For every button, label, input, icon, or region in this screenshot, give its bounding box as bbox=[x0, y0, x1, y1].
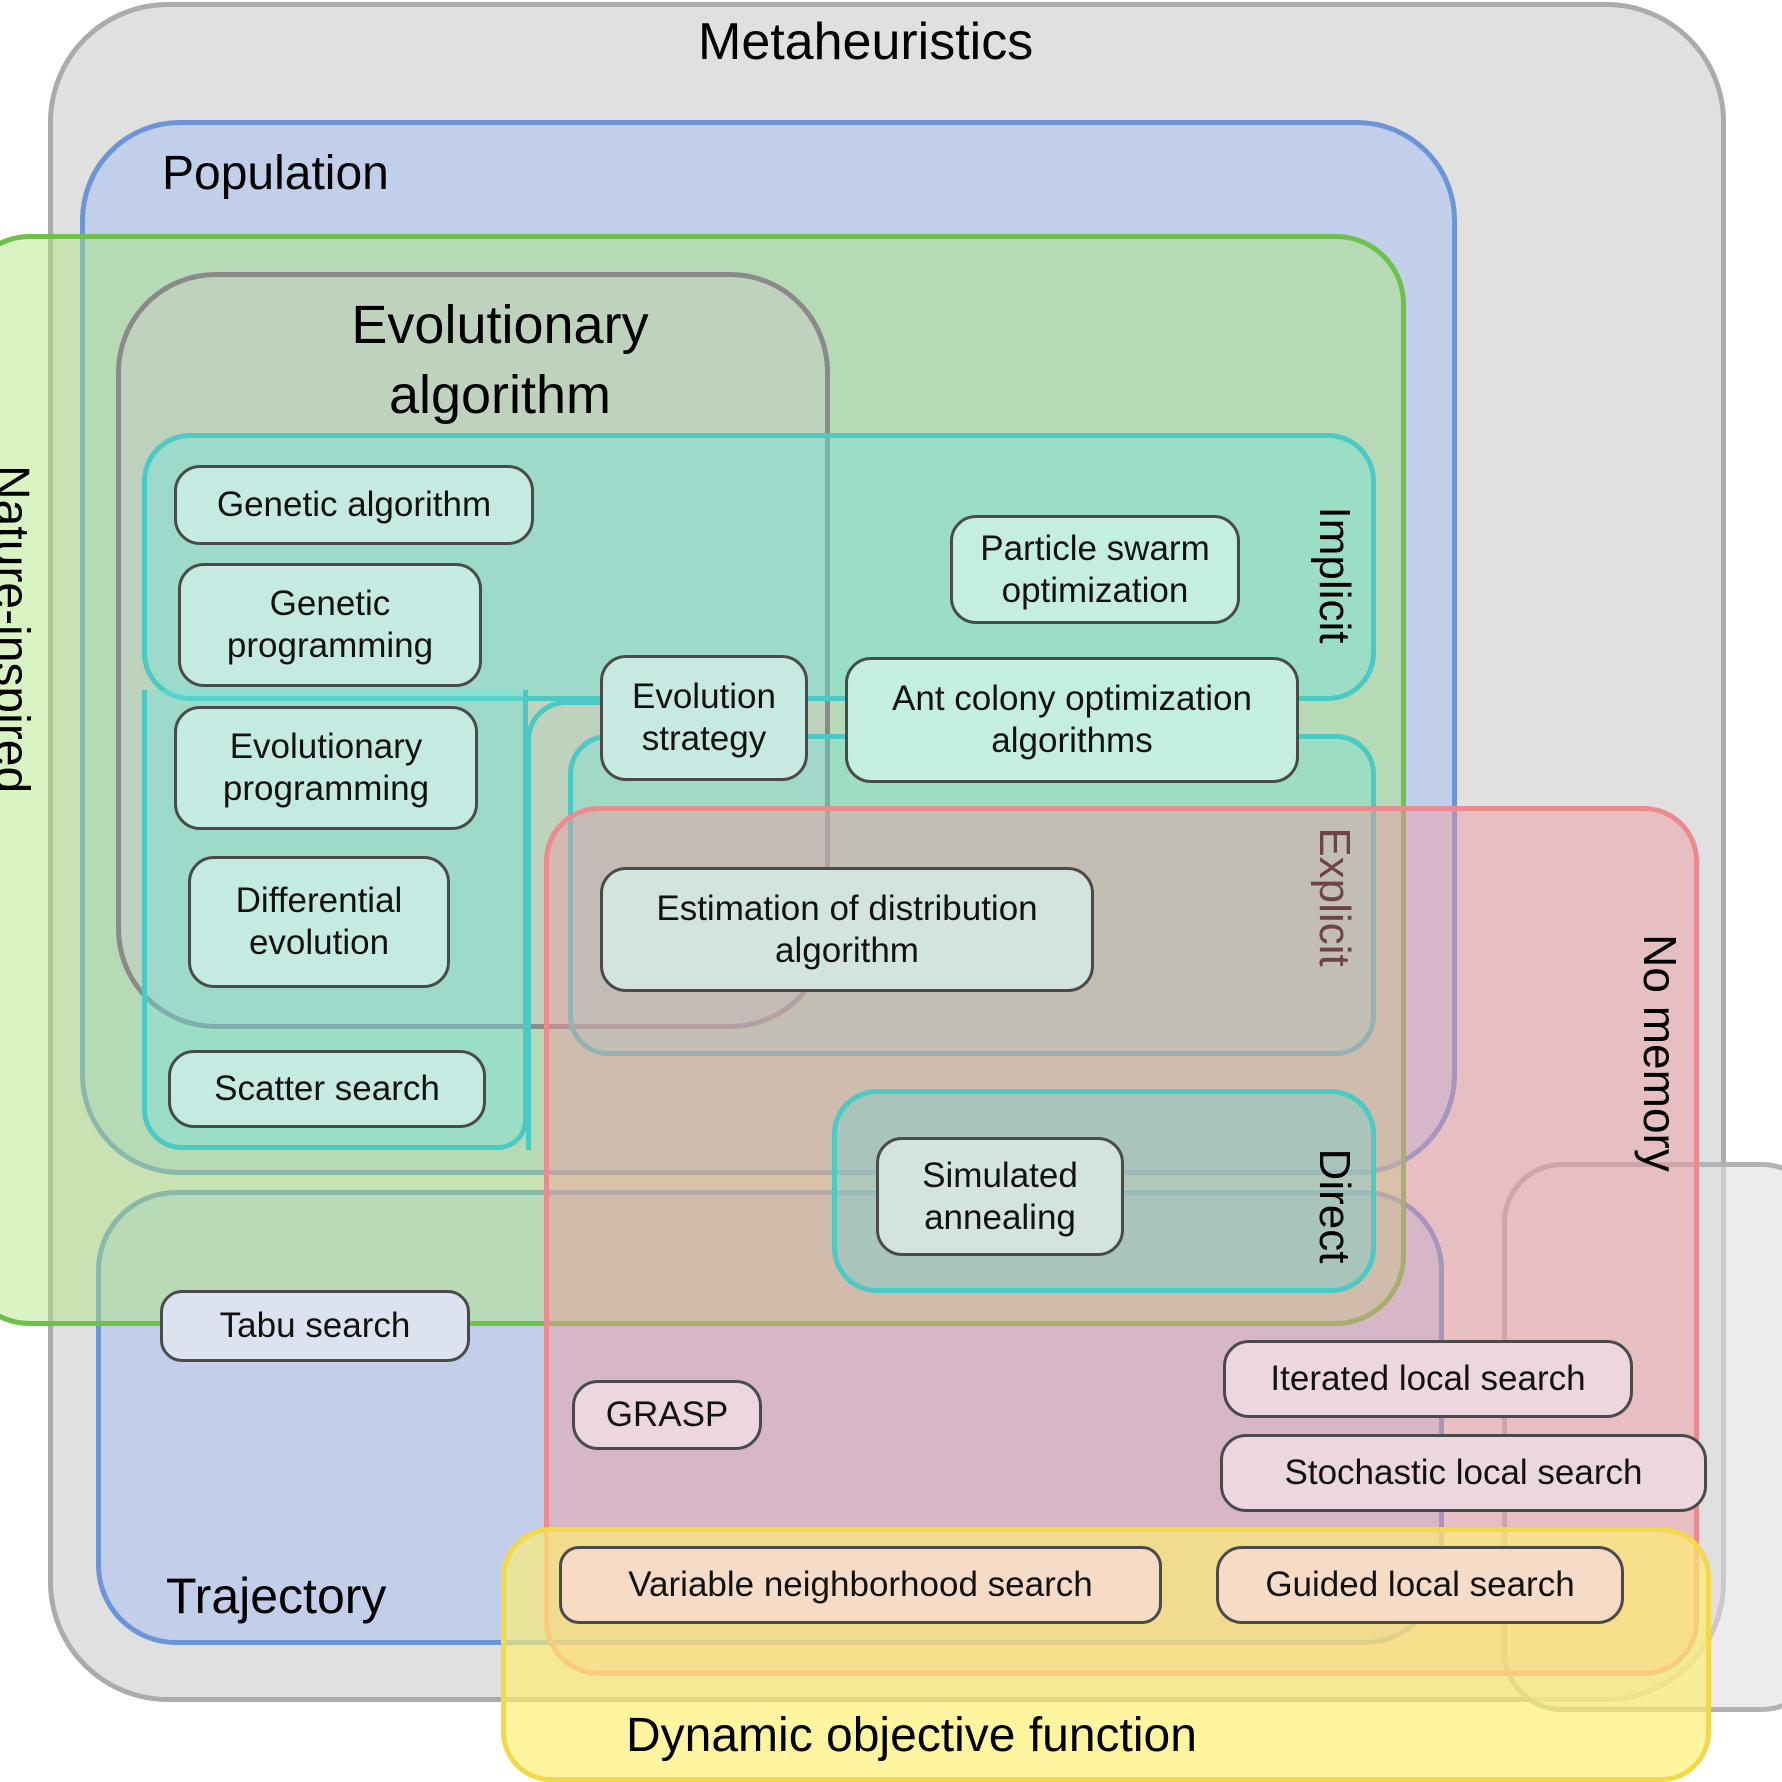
simulated-annealing-node: Simulated annealing bbox=[876, 1137, 1124, 1256]
evolution-strategy-node: Evolution strategy bbox=[600, 655, 808, 781]
no-memory-label: No memory bbox=[1634, 934, 1686, 1172]
tabu-search-node: Tabu search bbox=[160, 1290, 470, 1362]
dynamic-objective-label: Dynamic objective function bbox=[626, 1709, 1197, 1762]
guided-local-search-node: Guided local search bbox=[1216, 1546, 1624, 1624]
variable-neighborhood-search-node: Variable neighborhood search bbox=[559, 1546, 1162, 1624]
particle-swarm-node: Particle swarm optimization bbox=[950, 515, 1240, 624]
scatter-search-node: Scatter search bbox=[168, 1050, 486, 1128]
genetic-programming-node: Genetic programming bbox=[178, 563, 482, 687]
grasp-node: GRASP bbox=[572, 1380, 762, 1450]
ant-colony-node: Ant colony optimization algorithms bbox=[845, 657, 1299, 783]
differential-evolution-node: Differential evolution bbox=[188, 856, 450, 988]
evolution-strategy-region bbox=[526, 700, 616, 1150]
stochastic-local-search-node: Stochastic local search bbox=[1220, 1434, 1707, 1512]
iterated-local-search-node: Iterated local search bbox=[1223, 1340, 1633, 1418]
nature-inspired-label: Nature-inspired bbox=[0, 465, 38, 794]
population-label: Population bbox=[162, 147, 389, 200]
metaheuristics-label: Metaheuristics bbox=[698, 13, 1034, 71]
trajectory-label: Trajectory bbox=[166, 1568, 387, 1624]
genetic-algorithm-node: Genetic algorithm bbox=[174, 465, 534, 545]
evolutionary-programming-node: Evolutionary programming bbox=[174, 706, 478, 830]
direct-label: Direct bbox=[1310, 1148, 1359, 1264]
evolutionary-label: Evolutionary algorithm bbox=[351, 295, 649, 425]
eda-node: Estimation of distribution algorithm bbox=[600, 867, 1094, 992]
implicit-label: Implicit bbox=[1310, 506, 1359, 644]
